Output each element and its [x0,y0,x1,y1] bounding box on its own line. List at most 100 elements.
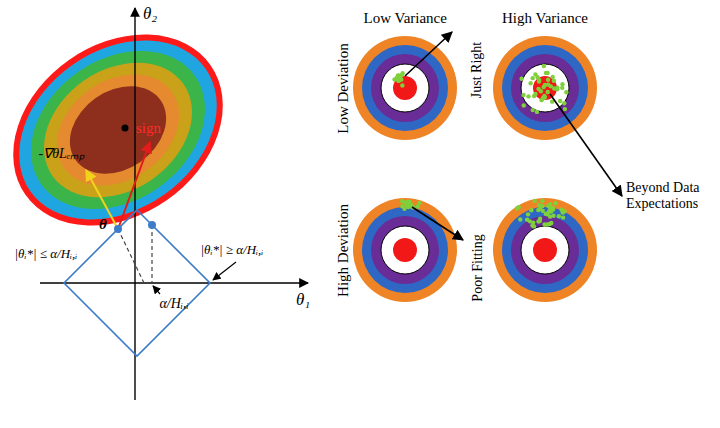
sample-dot [416,204,420,208]
target-ring [521,226,569,274]
sample-dot [395,76,399,80]
l1-diamond [64,210,210,356]
sample-dot [403,200,407,204]
target-ring [371,54,439,122]
sample-dot [552,79,556,83]
sample-dot [531,108,535,112]
sample-dot [542,64,546,68]
bullseye-target [353,36,457,140]
target-ring [393,238,417,262]
bullseye-target [493,198,597,302]
sample-dot [537,79,541,83]
sample-dot [521,93,525,97]
theta-label: θ [99,216,107,233]
sample-dot [409,203,413,207]
callout-text: Just Right [469,42,485,98]
sample-dot [531,220,535,224]
axis-label: θ₂ [143,4,157,24]
optimum-dot [122,125,129,132]
sample-dot [558,99,562,103]
column-heading: Low Variance [364,10,447,27]
condition-label: |θᵢ*| ≤ α/Hᵢ,ᵢ [15,246,78,262]
condition-label: |θᵢ*| ≥ α/Hᵢ,ᵢ [201,242,264,258]
sample-dot [545,222,549,226]
target-ring [493,198,597,302]
target-ring [533,76,557,100]
callout-arrow [550,94,622,196]
x-axis [40,282,308,283]
sample-dot [536,87,540,91]
callout-text: Poor Fitting [469,234,485,301]
row-heading: High Deviation [334,204,351,297]
sample-dot [535,110,539,114]
sample-dot [562,101,566,105]
contour-ring [53,68,183,192]
sample-dot [516,205,520,209]
callout-arrow [412,207,463,240]
sample-dot [543,83,547,87]
target-ring [381,226,429,274]
target-ring [521,64,569,112]
axis-label: θ₁ [296,290,310,310]
callout-text: Beyond Data Expectations [626,180,716,212]
sample-dot [533,72,537,76]
target-ring [533,238,557,262]
row-heading: Low Deviation [335,43,352,133]
corner-point [148,221,156,229]
threshold-label: α/Hᵢ,ᵢ [160,296,189,312]
sample-dot [537,203,541,207]
column-heading: High Variance [502,10,588,27]
sample-dot [518,217,522,221]
sample-dot [551,214,555,218]
target-ring [353,36,457,140]
sample-dot [525,217,529,221]
sample-dot [400,71,404,75]
sample-dot [555,87,559,91]
target-ring [353,198,457,302]
contour-ring [36,52,201,209]
dashed-guide [151,225,152,283]
sample-dot [529,208,533,212]
sample-dot [519,76,523,80]
target-ring [511,54,579,122]
contour-ring [18,35,218,225]
sample-dot [532,199,536,203]
sample-dot [526,212,530,216]
sample-dot [540,199,544,203]
target-ring [493,36,597,140]
contour-ring [0,0,255,261]
sample-dot [557,214,561,218]
sample-dot [400,204,404,208]
callout-arrow [405,32,452,76]
target-ring [371,216,439,284]
sample-dot [546,204,550,208]
sample-dot [532,224,536,228]
target-ring [502,207,588,293]
sample-dot [563,107,567,111]
bullseye-target [493,36,597,140]
gradient-label: -∇θLₑₘₚ [39,143,86,162]
sample-dot [528,81,532,85]
sample-dot [538,207,542,211]
sign-arrow [118,142,150,229]
sample-dot [546,78,550,82]
sample-dot [531,76,535,80]
sample-dot [522,103,526,107]
sample-dot [562,209,566,213]
contour-ring [1,18,236,241]
leader-arrow [153,286,160,294]
theta-point [114,225,122,233]
dashed-guide [118,229,144,283]
sample-dot [400,83,404,87]
loss-contours [0,0,255,261]
sample-dot [550,75,554,79]
target-ring [362,207,448,293]
sample-dot [538,217,542,221]
target-ring [381,64,429,112]
y-axis [134,8,135,400]
sign-label: sign [136,120,161,137]
sample-dot [553,201,557,205]
target-ring [502,45,588,131]
